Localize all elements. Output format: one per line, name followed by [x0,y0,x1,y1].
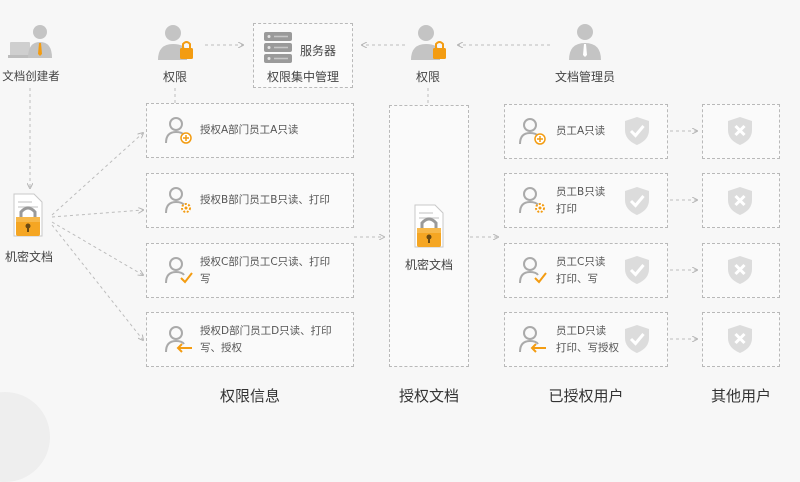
user-check-icon [164,255,194,285]
confidential-document-icon-left [8,192,48,240]
permission-text-c: 授权C部门员工C只读、打印 写 [200,254,330,288]
employee-add-icon [518,116,548,146]
employee-text-a-line1: 员工A只读 [556,125,606,137]
permission-text-c-line2: 写 [200,273,211,285]
employee-text-a: 员工A只读 [556,123,605,140]
authorized-document-label: 授权文档 [398,387,459,405]
employee-text-b-line1: 员工B只读 [556,186,606,198]
document-creator-label: 文档创建者 [2,69,60,83]
permission-box-a [146,103,354,158]
shield-x-icon-b [727,186,753,216]
document-admin-icon [565,22,605,62]
server-icon [262,30,294,66]
permission-text-d-line1: 授权D部门员工D只读、打印 [200,325,332,337]
employee-text-c-line1: 员工C只读 [556,256,606,268]
shield-x-icon-c [727,255,753,285]
employee-text-b-line2: 打印 [556,203,577,215]
authorized-users-label: 已授权用户 [548,387,624,405]
permission-text-d: 授权D部门员工D只读、打印 写、授权 [200,323,332,357]
employee-text-d-line1: 员工D只读 [556,325,607,337]
user-add-icon [164,115,194,145]
permission-user-icon-left [155,22,197,62]
employee-text-d-line2: 打印、写授权 [556,342,619,354]
shield-x-icon-d [727,324,753,354]
permission-label-left: 权限 [162,70,187,84]
permission-text-c-line1: 授权C部门员工C只读、打印 [200,256,331,268]
user-settings-icon [164,185,194,215]
shield-check-icon-b [624,186,650,216]
document-admin-label: 文档管理员 [554,70,615,84]
employee-text-d: 员工D只读 打印、写授权 [556,323,619,357]
other-users-label: 其他用户 [710,387,771,405]
permission-label-right: 权限 [415,70,440,84]
permission-user-icon-right [408,22,450,62]
permission-box-b [146,173,354,228]
employee-authorize-icon [518,324,548,354]
employee-text-c-line2: 打印、写 [556,273,598,285]
permission-box-d [146,312,354,367]
permission-text-b: 授权B部门员工B只读、打印 [200,192,330,209]
server-label: 服务器 [300,44,337,58]
connector-lines [0,0,800,420]
permission-info-label: 权限信息 [219,387,280,405]
confidential-document-label-left: 机密文档 [4,250,53,264]
employee-text-c: 员工C只读 打印、写 [556,254,605,288]
employee-settings-icon [518,185,548,215]
shield-check-icon-a [624,116,650,146]
permission-text-d-line2: 写、授权 [200,342,242,354]
user-authorize-icon [164,324,194,354]
shield-check-icon-c [624,255,650,285]
employee-text-b: 员工B只读 打印 [556,184,605,218]
shield-x-icon-a [727,116,753,146]
document-creator-icon [8,22,56,62]
confidential-document-icon-center [409,203,449,251]
shield-check-icon-d [624,324,650,354]
permission-text-b-line1: 授权B部门员工B只读、打印 [200,194,330,206]
permission-text-a-line1: 授权A部门员工A只读 [200,124,299,136]
server-management-label: 权限集中管理 [266,70,339,84]
confidential-document-label-center: 机密文档 [404,258,453,272]
employee-check-icon [518,255,548,285]
permission-box-c [146,243,354,298]
permission-text-a: 授权A部门员工A只读 [200,122,298,139]
